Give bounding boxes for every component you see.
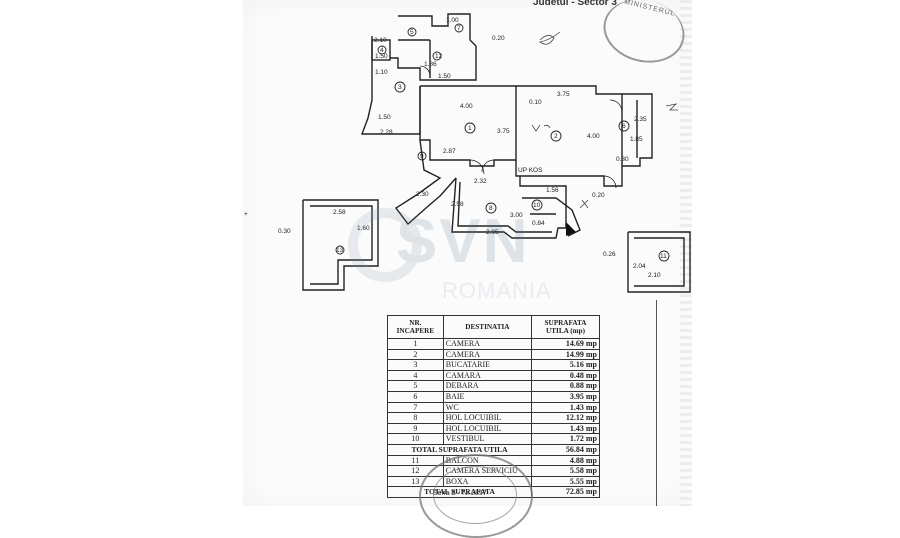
dimension-label: 1.86 xyxy=(424,61,437,68)
dimension-label: 0.10 xyxy=(529,99,542,106)
edge-line xyxy=(656,300,657,506)
col-header-destination: DESTINATIA xyxy=(442,315,533,339)
dimension-label: 1.60 xyxy=(357,225,370,232)
dimension-label: 1.85 xyxy=(630,136,643,143)
scan-edge xyxy=(680,0,692,506)
dimension-label: 3.75 xyxy=(497,128,510,135)
dimension-label: 3.75 xyxy=(557,91,570,98)
room-number: 7 xyxy=(457,25,461,32)
dimension-label: 2.30 xyxy=(416,191,429,198)
dimension-label: 1.50 xyxy=(378,114,391,121)
dimension-label: 0.30 xyxy=(616,156,629,163)
room-number: 8 xyxy=(489,205,493,212)
room-number: 12 xyxy=(435,53,443,60)
col-header-area: SUPRAFATA UTILA (mp) xyxy=(531,315,600,339)
room-number: 6 xyxy=(622,123,626,130)
dimension-label: 3.00 xyxy=(510,212,523,219)
dimension-label: 2.10 xyxy=(648,272,661,279)
room-number: 11 xyxy=(660,253,667,260)
room-number: 9 xyxy=(420,153,424,160)
dimension-label: 2.35 xyxy=(634,116,647,123)
dimension-label: 0.26 xyxy=(603,251,616,258)
dimension-label: 2.32 xyxy=(474,178,487,185)
dimension-label: 0.30 xyxy=(278,228,291,235)
dimension-label: 0.84 xyxy=(532,220,545,227)
dimension-label: 1.50 xyxy=(375,53,388,60)
room-number: 3 xyxy=(398,84,402,91)
dimension-label: 1.00 xyxy=(446,17,459,24)
room-number: 10 xyxy=(533,202,541,209)
svg-text:+: + xyxy=(244,211,248,218)
dimension-label: 4.00 xyxy=(587,133,600,140)
room-number: 13 xyxy=(336,247,344,254)
room-number: 1 xyxy=(468,125,472,132)
col-header-nr: NR. INCAPERE xyxy=(387,315,444,339)
dimension-label: 2.04 xyxy=(633,263,646,270)
dimension-label: 2.87 xyxy=(443,148,456,155)
dimension-label: 1.10 xyxy=(375,69,388,76)
dimension-label: 1.50 xyxy=(438,73,451,80)
dimension-label: 2.28 xyxy=(380,129,393,136)
dimension-label: 1.56 xyxy=(546,187,559,194)
floor-plan: 1 2 3 4 5 6 7 8 9 10 11 12 13 1.00 0.20 … xyxy=(244,13,691,293)
dimension-label: 4.00 xyxy=(460,103,473,110)
dimension-label: 0.20 xyxy=(492,35,505,42)
dimension-label: 2.58 xyxy=(451,201,464,208)
dimension-label: 2.10 xyxy=(374,37,387,44)
stamp-series: Seria B - Nr.2857 xyxy=(433,490,487,497)
room-number: 2 xyxy=(554,133,558,140)
document-header: Judetul - Sector 3 xyxy=(533,0,617,8)
room-number: 5 xyxy=(410,29,414,36)
room-number: 4 xyxy=(380,47,384,54)
dimension-label: 0.20 xyxy=(592,192,605,199)
plan-note: UP KOS xyxy=(518,167,543,174)
dimension-label: 2.58 xyxy=(333,209,346,216)
dimension-label: 2.95 xyxy=(486,229,499,236)
